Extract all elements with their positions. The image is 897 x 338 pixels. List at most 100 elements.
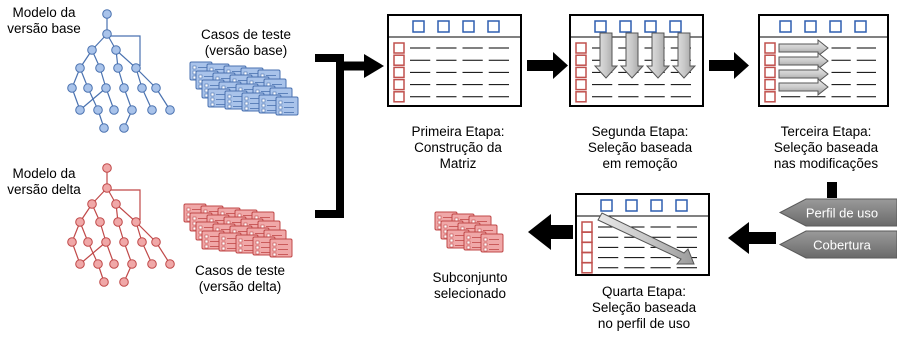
- base-tree-node: [119, 123, 129, 133]
- row-marker: [393, 91, 405, 103]
- row-marker: [575, 91, 587, 103]
- removal-arrow-icon: [671, 32, 697, 79]
- base-tree-node: [99, 123, 109, 133]
- delta-tree-node: [67, 237, 77, 247]
- merge-arrow: [315, 54, 384, 218]
- base-tree-node: [87, 45, 97, 55]
- delta-tree-node: [87, 199, 97, 209]
- delta-tree-node: [95, 217, 105, 227]
- column-marker: [829, 20, 842, 33]
- test-case-card-icon: [480, 233, 504, 253]
- base-model-tree-icon: [67, 9, 175, 133]
- base-tree-node: [67, 83, 77, 93]
- row-marker: [575, 78, 587, 91]
- row-marker: [764, 91, 776, 103]
- column-marker: [462, 20, 475, 33]
- stage2-matrix-icon: [569, 14, 704, 107]
- delta-tree-node: [83, 237, 93, 247]
- column-marker: [625, 199, 638, 212]
- base-tests-label: Casos de teste(versão base): [200, 27, 292, 58]
- stage1-matrix-icon: [387, 14, 522, 107]
- removal-arrow-icon: [593, 32, 619, 79]
- column-marker: [669, 20, 682, 33]
- selected-subset-icon: [434, 211, 504, 253]
- base-tree-node: [165, 105, 175, 115]
- row-marker: [393, 66, 405, 79]
- usage-profile-tag: Perfil de uso: [778, 198, 897, 227]
- stage4-matrix-icon: [575, 193, 710, 276]
- delta-tree-node: [99, 277, 109, 287]
- test-case-card-icon: [269, 238, 293, 258]
- base-tree-node: [75, 105, 85, 115]
- delta-tree-node: [75, 259, 85, 269]
- removal-arrow-icon: [645, 32, 671, 79]
- delta-tree-node: [131, 217, 141, 227]
- base-tree-node: [102, 29, 112, 39]
- delta-tree-node: [147, 259, 157, 269]
- arrow-stage4-to-output: [528, 214, 573, 250]
- column-marker: [412, 20, 425, 33]
- delta-test-cases-icon: [183, 203, 293, 258]
- row-marker: [764, 66, 776, 79]
- row-marker: [764, 42, 776, 54]
- delta-tree-node: [109, 259, 119, 269]
- delta-tree-node: [101, 237, 111, 247]
- row-marker: [575, 54, 587, 66]
- arrow-stage1-to-stage2: [527, 52, 568, 79]
- base-tree-node: [151, 83, 161, 93]
- coverage-tag: Cobertura: [778, 230, 897, 259]
- row-marker: [575, 66, 587, 79]
- base-tree-node: [101, 83, 111, 93]
- delta-tree-node: [127, 259, 137, 269]
- removal-arrow-icon: [619, 32, 645, 79]
- delta-tree-node: [102, 183, 112, 193]
- delta-tree-node: [75, 217, 85, 227]
- delta-tests-label: Casos de teste(versão delta): [194, 263, 286, 294]
- base-tree-node: [95, 63, 105, 73]
- base-test-cases-icon: [189, 61, 299, 116]
- base-tree-node: [119, 83, 129, 93]
- test-case-card-icon: [275, 96, 299, 116]
- row-marker: [393, 54, 405, 66]
- row-marker: [575, 42, 587, 54]
- modification-arrow-icon: [778, 64, 829, 84]
- column-marker: [600, 199, 613, 212]
- column-marker: [594, 20, 607, 33]
- base-tree-node: [111, 45, 121, 55]
- column-marker: [487, 20, 500, 33]
- delta-tree-node: [165, 259, 175, 269]
- base-tree-node: [109, 105, 119, 115]
- row-marker: [764, 78, 776, 91]
- arrow-inputs-to-stage4: [728, 222, 776, 254]
- base-tree-node: [147, 105, 157, 115]
- base-tree-node: [113, 63, 123, 73]
- row-marker: [393, 78, 405, 91]
- row-marker: [764, 54, 776, 66]
- base-tree-node: [127, 105, 137, 115]
- delta-tree-node: [102, 163, 112, 173]
- stage3-matrix-icon: [758, 14, 889, 107]
- delta-tree-node: [151, 237, 161, 247]
- column-marker: [675, 199, 688, 212]
- base-tree-node: [102, 9, 112, 19]
- delta-tree-node: [119, 237, 129, 247]
- delta-tree-node: [93, 259, 103, 269]
- modification-arrow-icon: [778, 38, 829, 58]
- modification-arrow-icon: [778, 51, 829, 71]
- row-marker: [393, 42, 405, 54]
- modification-arrow-icon: [778, 77, 829, 97]
- delta-tree-node: [111, 199, 121, 209]
- usage-profile-arrow-icon: [597, 212, 695, 265]
- delta-tree-node: [137, 237, 147, 247]
- usage-profile-label: Perfil de uso: [806, 206, 878, 221]
- column-marker: [854, 20, 867, 33]
- column-marker: [437, 20, 450, 33]
- base-tree-node: [83, 83, 93, 93]
